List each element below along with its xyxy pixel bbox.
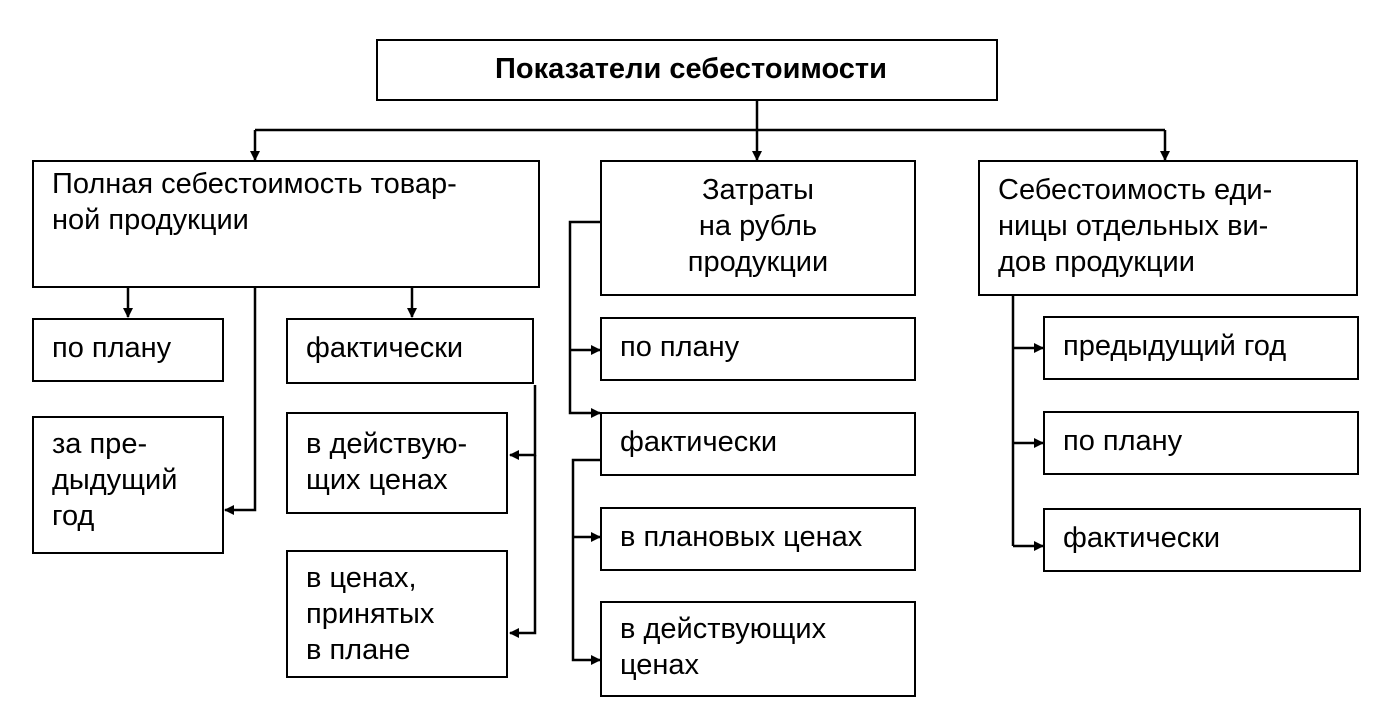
category-cost-per-ruble-box: Затраты на рубль продукции xyxy=(600,160,916,296)
root-title-box: Показатели себестоимости xyxy=(376,39,998,101)
actual-plan-prices-box: в ценах, принятых в плане xyxy=(286,550,508,678)
full-cost-plan-box: по плану xyxy=(32,318,224,382)
unit-plan-box: по плану xyxy=(1043,411,1359,475)
full-cost-actual-box: фактически xyxy=(286,318,534,384)
ruble-actual-box: фактически xyxy=(600,412,916,476)
connector-actual-left xyxy=(571,458,600,537)
full-cost-previous-year-box: за пре- дыдущий год xyxy=(32,416,224,554)
unit-previous-year-box: предыдущий год xyxy=(1043,316,1359,380)
arrow-actual-current-prices-2 xyxy=(571,537,601,665)
category-unit-cost-box: Себестоимость еди- ницы отдельных ви- до… xyxy=(978,160,1358,296)
arrow-full-previous xyxy=(224,288,257,515)
ruble-current-prices-box: в действующих ценах xyxy=(600,601,916,697)
arrow-actual-current-prices xyxy=(509,385,537,460)
unit-actual-box: фактически xyxy=(1043,508,1361,572)
arrow-ruble-actual xyxy=(568,350,601,418)
actual-current-prices-box: в действую- щих ценах xyxy=(286,412,508,514)
category-full-cost-box: Полная себестоимость товар- ной продукци… xyxy=(32,160,540,288)
ruble-plan-prices-box: в плановых ценах xyxy=(600,507,916,571)
arrow-actual-plan-prices xyxy=(509,455,537,638)
ruble-plan-box: по плану xyxy=(600,317,916,381)
connector-ruble-left xyxy=(568,220,600,350)
